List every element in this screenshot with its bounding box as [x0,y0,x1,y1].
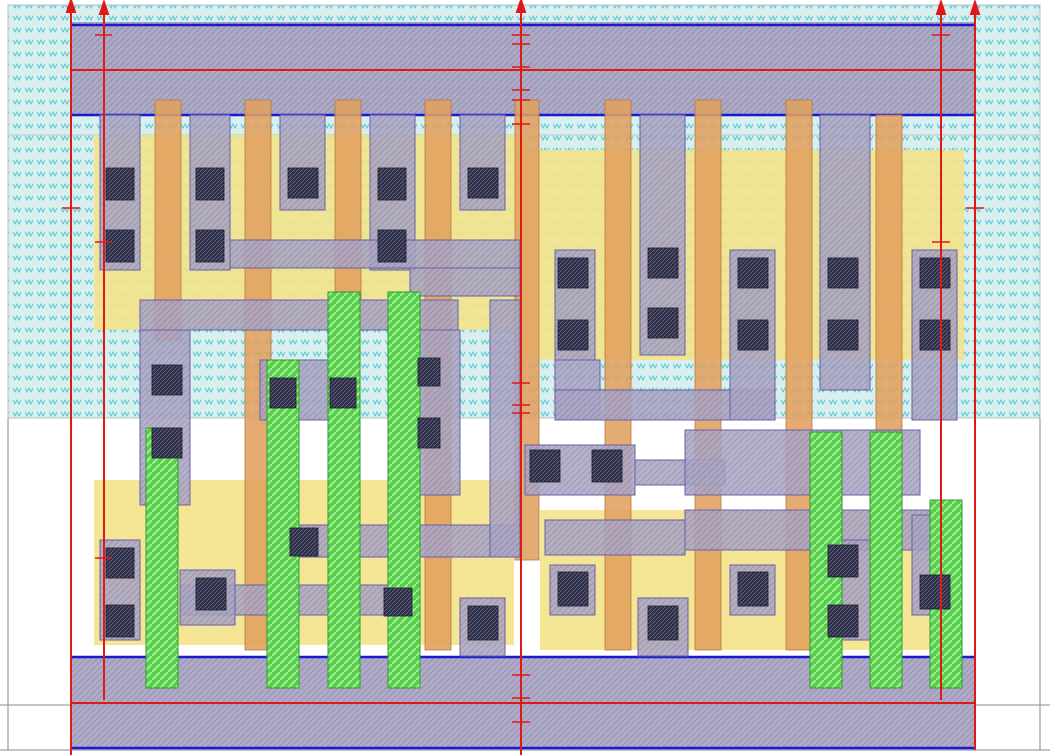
metal2-layer [145,291,963,689]
measurement-rulers [65,0,981,755]
contacts [105,167,951,641]
dimension-ticks [62,34,984,723]
